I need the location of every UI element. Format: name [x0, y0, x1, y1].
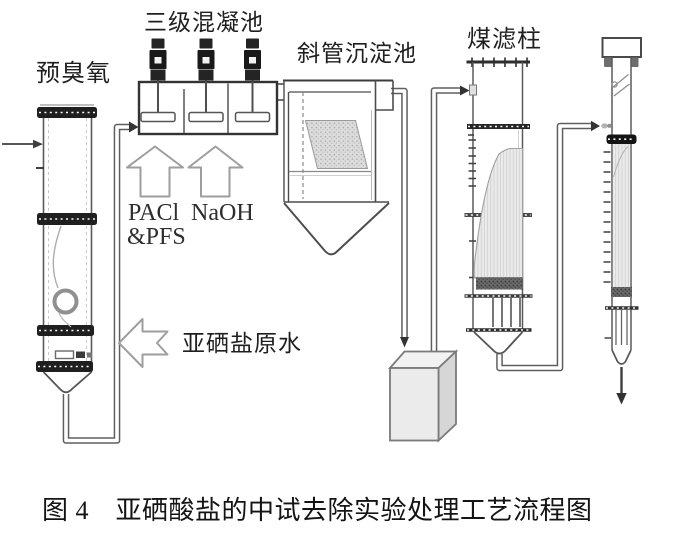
flange [36, 361, 93, 372]
arrowhead-into-coagulation [129, 121, 139, 133]
label-sedimentation: 斜管沉淀池 [297, 41, 417, 66]
mixer-2 [188, 38, 224, 123]
sampling-ports [603, 151, 611, 283]
inlet-port [601, 123, 608, 129]
sedimentation-drain-pipe [391, 87, 409, 348]
flange [606, 134, 637, 144]
recycle-ring [52, 288, 79, 315]
inlet-arrowhead [33, 139, 43, 149]
mixer-3 [234, 38, 271, 123]
coagulation-tank [126, 38, 292, 198]
mixer-1 [140, 38, 176, 123]
support-layer [611, 287, 632, 297]
coal-filter-column [464, 57, 533, 355]
dosing-arrow-pacl [126, 145, 184, 198]
arrowhead-into-tank [400, 337, 409, 348]
label-chemical-pacl: PACl [128, 200, 180, 226]
preozone-transfer-pipe [62, 121, 139, 444]
tank-to-coalfilter-pipe [430, 85, 470, 352]
cone-bottom [611, 349, 632, 365]
preozone-column [2, 104, 97, 394]
label-raw-water: 亚硒盐原水 [182, 331, 302, 356]
filter-media [473, 147, 524, 279]
outlet-arrowhead [616, 393, 627, 405]
coalfilter-to-column2-pipe [496, 120, 600, 372]
arrowhead-into-coalfilter [460, 85, 470, 96]
label-chemical-naoh: NaOH [191, 200, 254, 226]
head-tank [601, 37, 642, 58]
label-coagulation: 三级混凝池 [144, 10, 264, 35]
label-preozone: 预臭氧 [36, 61, 111, 87]
intermediate-water-tank [388, 349, 459, 443]
label-chemical-pfs: &PFS [127, 224, 186, 250]
raw-water-arrow [118, 318, 169, 368]
second-filter-column [601, 37, 642, 405]
cone-bottom [283, 202, 390, 256]
support-layer [476, 277, 523, 290]
underdrain-nozzles [492, 298, 521, 327]
dosing-arrow-naoh [187, 145, 244, 198]
sedimentation-tank [283, 79, 394, 256]
sampling-ports [468, 139, 476, 279]
flange [37, 325, 94, 336]
cone-bottom [42, 371, 93, 394]
effluent-weir-box [375, 80, 394, 111]
diffuser [54, 350, 75, 360]
label-coal-filter: 煤滤柱 [467, 27, 542, 53]
filter-media [612, 144, 631, 287]
inlet-port [469, 84, 477, 96]
inclined-tube-media [304, 120, 369, 169]
figure-caption: 图 4 亚硒酸盐的中试去除实验处理工艺流程图 [42, 496, 593, 525]
arrowhead-into-column2 [591, 120, 600, 132]
cone-bottom [473, 331, 524, 355]
